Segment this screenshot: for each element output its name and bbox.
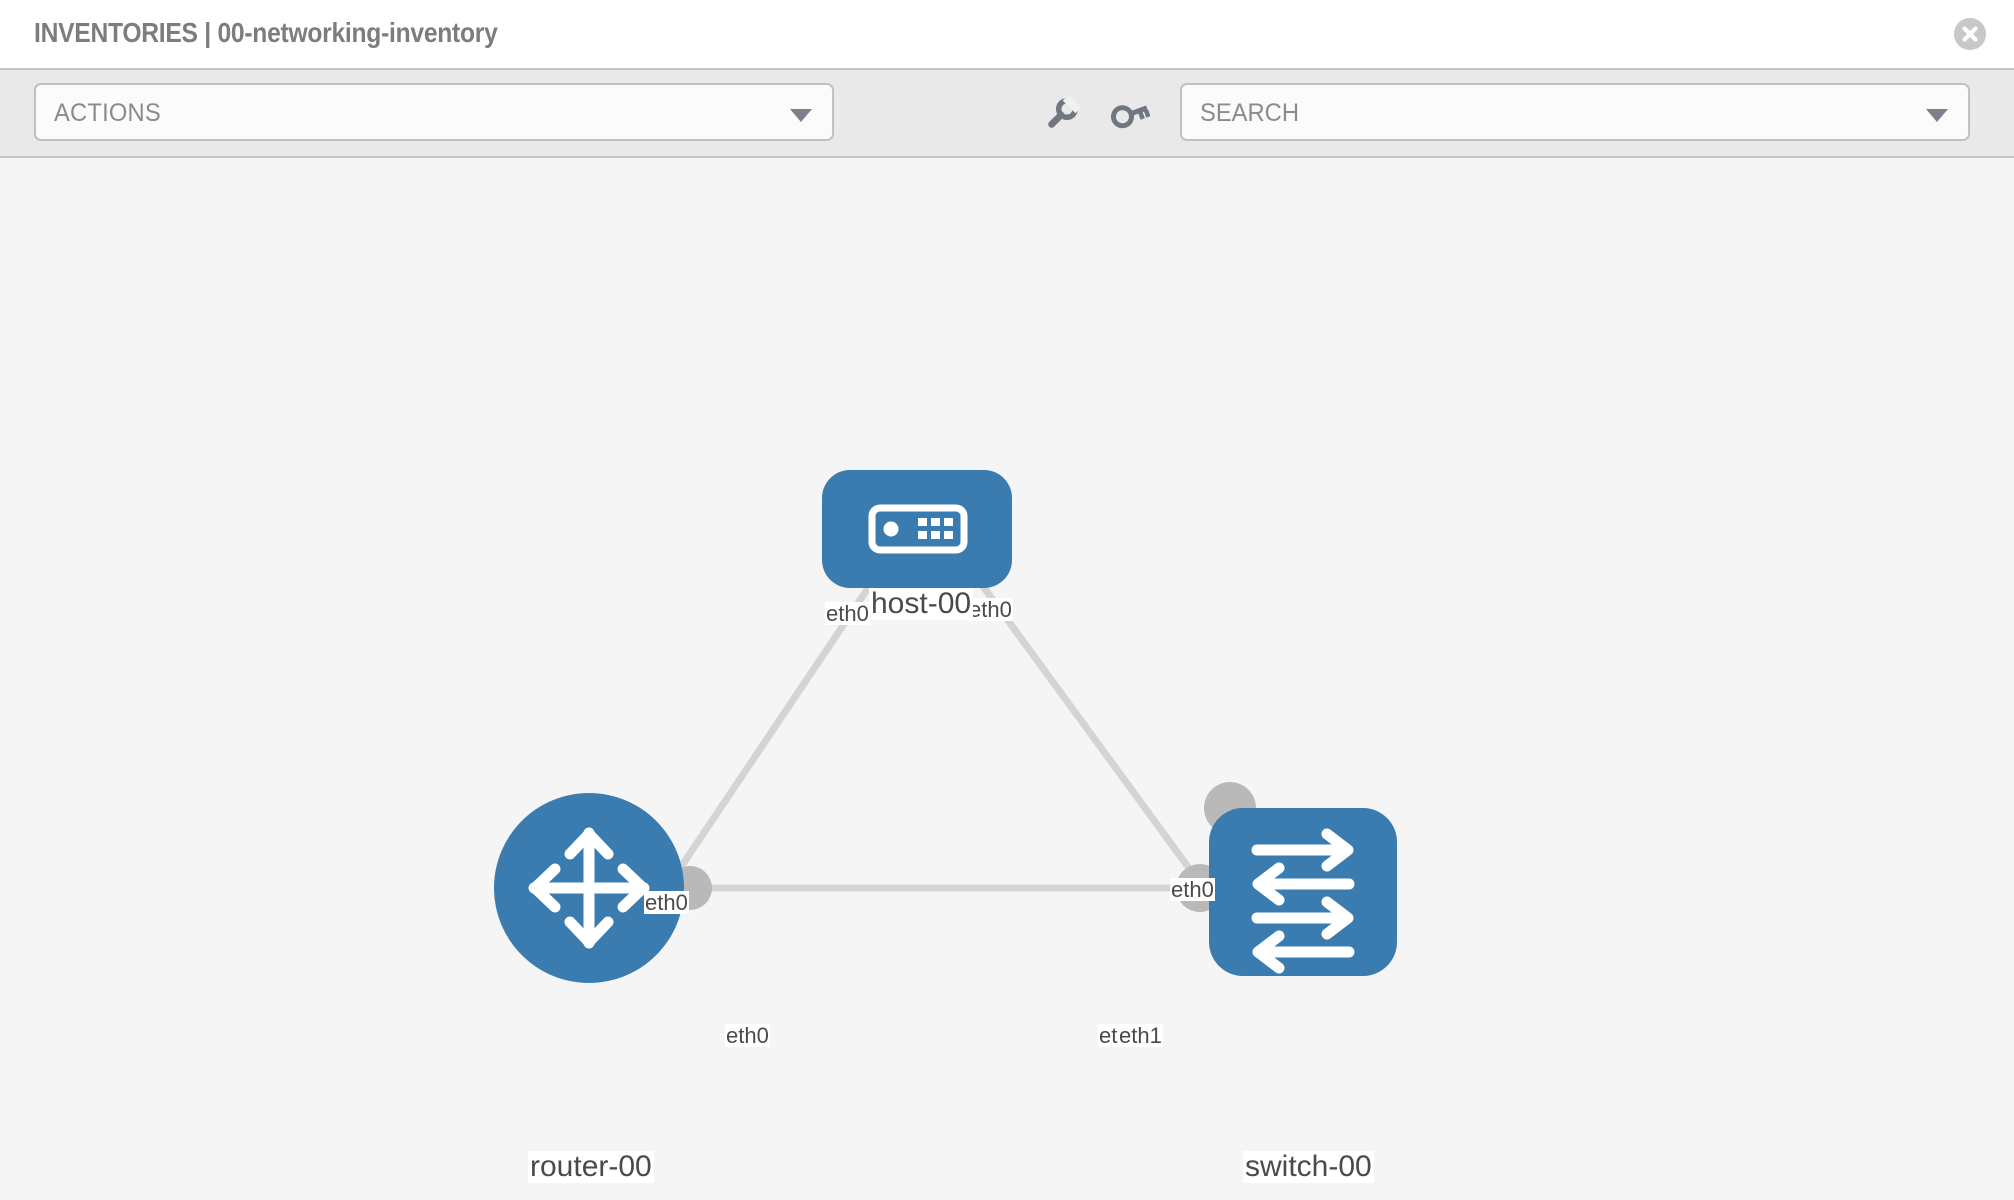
close-icon[interactable] (1954, 18, 1986, 50)
iface-host-left-label: eth0 (825, 601, 870, 626)
iface-switch-uplink-label: eth0 (1170, 877, 1215, 902)
toolbar: ACTIONS SEARC (0, 68, 2014, 158)
search-input[interactable]: SEARCH (1180, 83, 1970, 141)
wrench-icon-glyph (1048, 94, 1082, 128)
search-placeholder: SEARCH (1200, 99, 1299, 127)
node-host-00[interactable] (822, 470, 1012, 588)
server-icon (868, 504, 968, 554)
node-switch-00[interactable] (1209, 808, 1397, 976)
node-label-router-00: router-00 (528, 1150, 654, 1183)
router-icon (528, 827, 650, 949)
search-chevron-down-icon[interactable] (1926, 109, 1948, 122)
key-icon-glyph (1110, 105, 1151, 129)
close-icon-glyph (1954, 18, 1986, 50)
chevron-down-icon (790, 109, 812, 122)
actions-dropdown-label: ACTIONS (54, 99, 161, 127)
node-label-host-00: host-00 (869, 587, 974, 620)
actions-dropdown[interactable]: ACTIONS (34, 83, 834, 141)
wrench-icon[interactable] (1040, 92, 1084, 136)
topology-graph (494, 470, 1397, 983)
iface-router-uplink-label: eth0 (644, 890, 689, 915)
switch-icon (1251, 828, 1355, 974)
key-icon[interactable] (1108, 92, 1152, 136)
page-header: INVENTORIES | 00-networking-inventory (0, 0, 2014, 68)
iface-host-right-label: eth0 (968, 597, 1013, 622)
node-router-00[interactable] (494, 793, 684, 983)
topology-canvas[interactable]: eth0 eth0 eth0 eth0 eth0 eth0 eth1 host-… (0, 158, 2014, 1200)
page-title: INVENTORIES | 00-networking-inventory (34, 17, 498, 48)
iface-router-eth0-label: eth0 (725, 1023, 770, 1048)
node-label-switch-00: switch-00 (1243, 1150, 1374, 1183)
iface-switch-eth1-label: eth1 (1118, 1023, 1163, 1048)
